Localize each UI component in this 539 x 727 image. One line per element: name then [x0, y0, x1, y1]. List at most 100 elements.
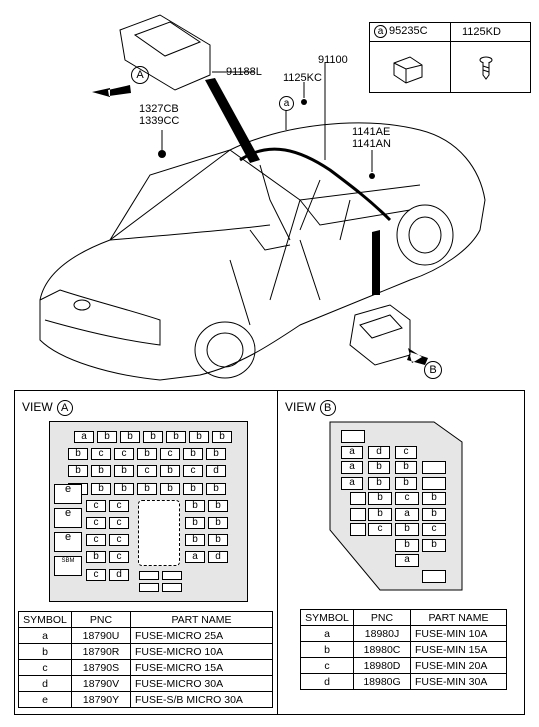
fuse-slot: b [185, 499, 205, 512]
legend-pnc-95235C: 95235C [389, 25, 428, 37]
fuse-slot: b [395, 461, 417, 474]
fuse-slot: d [208, 551, 228, 564]
relay-socket [138, 500, 180, 566]
fuse-slot: b [208, 534, 228, 547]
fuse-slot: b [422, 538, 446, 552]
fuse-slot: e [54, 532, 82, 552]
fuse-slot [422, 476, 446, 490]
fuse-slot: b [143, 431, 163, 443]
fuse-slot: d [109, 568, 129, 581]
ref-a-label: a [283, 98, 290, 109]
header-pnc: PNC [71, 611, 131, 628]
callout-1327CB: 1327CB [139, 103, 179, 115]
fuse-slot [422, 461, 446, 474]
marker-b-circle: B [424, 361, 442, 379]
fuse-slot: b [212, 431, 232, 443]
header-part-name: PART NAME [410, 609, 507, 626]
fuse-slot: b [160, 482, 180, 495]
fuse-slot: b [185, 534, 205, 547]
fuse-slot: b [422, 507, 446, 521]
fuse-slot: c [160, 448, 180, 461]
legend-pnc-1125KD: 1125KD [462, 26, 501, 38]
marker-b-label: B [429, 364, 437, 376]
fuse-slot: d [206, 465, 226, 478]
fuse-slot [341, 430, 365, 443]
fuse-slot: c [86, 517, 106, 529]
fuse-slot: c [183, 465, 203, 478]
fuse-slot: a [185, 551, 205, 564]
fuse-slot: e [54, 484, 82, 504]
fuse-slot [162, 571, 182, 580]
marker-a-circle: A [131, 66, 149, 84]
fuse-slot: b [91, 482, 111, 495]
header-part-name: PART NAME [130, 611, 273, 628]
fuse-slot: b [183, 448, 203, 461]
fuse-slot: b [166, 431, 186, 443]
fuse-slot: b [395, 476, 417, 490]
fuse-slot: b [114, 465, 134, 478]
fuse-slot: c [91, 448, 111, 461]
fuse-slot: b [208, 499, 228, 512]
fuse-slot: c [109, 534, 129, 547]
fuse-slot: b [86, 551, 106, 564]
fuse-slot: b [137, 482, 157, 495]
fuse-slot: b [368, 476, 390, 490]
fuse-slot [139, 583, 159, 592]
fuse-slot: c [109, 517, 129, 529]
car-illustration [39, 14, 486, 381]
header-symbol: SYMBOL [300, 609, 354, 626]
fuse-slot: b [183, 482, 203, 495]
view-a-circle: A [56, 400, 73, 416]
fuse-slot [139, 571, 159, 580]
legend-a-circle: a [374, 25, 387, 38]
fuse-slot: a [395, 507, 419, 521]
fuse-slot: b [189, 431, 209, 443]
callout-1141AE: 1141AE [352, 126, 391, 138]
callout-91188L: 91188L [226, 66, 262, 78]
view-b-circle: B [319, 400, 336, 416]
bolt-icon [479, 56, 493, 80]
fuse-slot: c [109, 499, 129, 512]
fuse-slot: a [341, 476, 363, 490]
fuse-slot: b [206, 482, 226, 495]
callout-1141AN: 1141AN [352, 138, 391, 150]
fuse-slot: c [137, 465, 157, 478]
marker-a-label: A [136, 69, 144, 81]
fuse-slot: c [86, 568, 106, 581]
fuse-slot: b [137, 448, 157, 461]
fuse-slot: d [368, 445, 390, 459]
fuse-slot: a [74, 431, 94, 443]
fuse-slot: c [395, 445, 417, 459]
fuse-slot [350, 492, 366, 505]
fuse-slot: b [395, 523, 419, 536]
fuse-slot: a [395, 554, 419, 567]
fuse-slot: b [160, 465, 180, 478]
fuse-slot: b [91, 465, 111, 478]
fuse-slot [350, 523, 366, 536]
fuse-slot: b [114, 482, 134, 495]
fuse-slot: c [368, 523, 392, 536]
fuse-slot: b [208, 517, 228, 529]
fuse-slot: b [395, 538, 419, 552]
fuse-slot: c [86, 534, 106, 547]
fuse-slot: b [97, 431, 117, 443]
fuse-slot: b [368, 492, 392, 505]
views-frame [14, 390, 525, 715]
callout-91100: 91100 [318, 54, 348, 66]
fuse-slot: c [114, 448, 134, 461]
callout-1339CC: 1339CC [139, 115, 180, 127]
fuse-slot: c [422, 523, 446, 536]
fuse-slot: e [54, 508, 82, 528]
table-header-row: SYMBOL PNC PART NAME [300, 609, 507, 626]
